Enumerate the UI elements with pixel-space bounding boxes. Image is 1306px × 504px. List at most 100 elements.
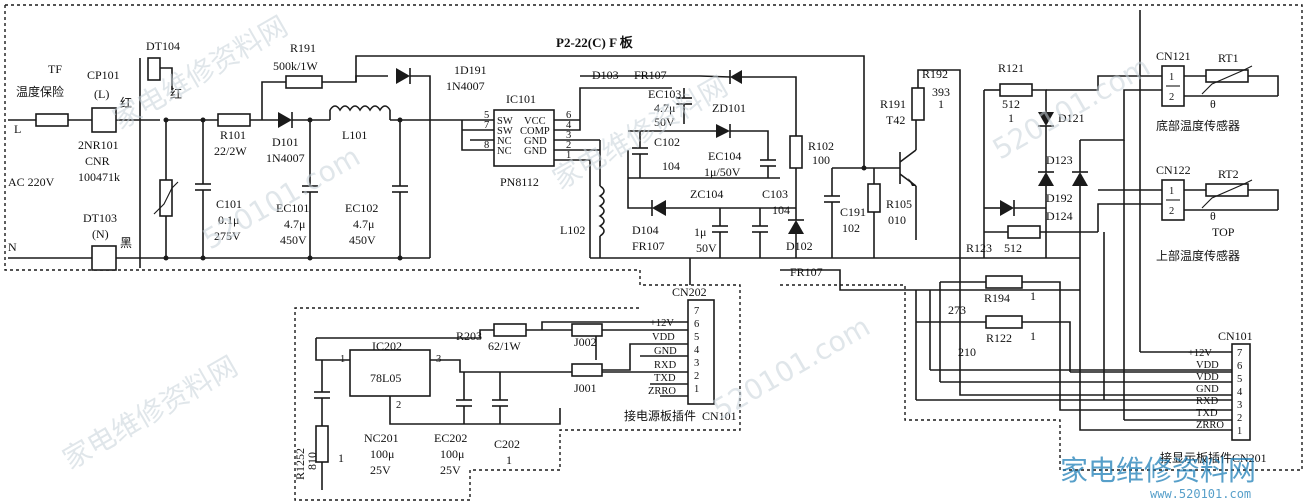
dt103-sub: (N) (92, 227, 109, 241)
cn202-pin-2: 2 (694, 371, 699, 382)
r194-label: R194 (984, 291, 1010, 305)
board-title: P2-22(C) F 板 (556, 35, 634, 50)
thermistor-rt2 (1205, 183, 1249, 197)
r101-label: R101 (220, 128, 246, 142)
diode-d103 (730, 70, 742, 84)
ic101-part: PN8112 (500, 175, 539, 189)
d104-label: D104 (632, 223, 659, 237)
diode-d104 (652, 200, 666, 216)
nc201-value: 100μ (370, 447, 394, 461)
c103-value: 104 (772, 203, 790, 217)
c191-value: 102 (842, 221, 860, 235)
cn101-sig-vdd2: VDD (1196, 372, 1219, 383)
cn101-sig-gnd: GND (1196, 384, 1219, 395)
j002-label: J002 (574, 335, 597, 349)
cn202-connector (687, 299, 715, 405)
ic101-pinnum-6: 6 (566, 110, 571, 121)
r192-label: R192 (922, 67, 948, 81)
d191-part: 1N4007 (446, 79, 485, 93)
d123-label: D123 (1046, 153, 1073, 167)
ic101-pin-sw2: SW (497, 126, 513, 137)
r105-value: 010 (888, 213, 906, 227)
cn202-sig-zrro: ZRRO (648, 386, 676, 397)
r123-value: 512 (1004, 241, 1022, 255)
dt104-terminal (147, 57, 161, 81)
ic101-pinnum-4: 4 (566, 120, 572, 131)
diode-d123 (1038, 172, 1054, 186)
ic101-pinnum-5: 5 (484, 110, 489, 121)
cn202-sig-txd: TXD (654, 373, 676, 384)
diode-d124 (1072, 172, 1088, 186)
r203-label: R203 (456, 329, 482, 343)
resistor-r192 (911, 87, 925, 121)
cn202-pin-5: 5 (694, 332, 699, 343)
d121-label: D121 (1058, 111, 1085, 125)
d124-label: D124 (1046, 209, 1073, 223)
nc201-voltage: 25V (370, 463, 391, 477)
ic101-pinnum-8: 8 (484, 140, 489, 151)
cn202-sig-12v: +12V (650, 318, 674, 329)
ic101-pin-comp: COMP (520, 126, 550, 137)
thermistor-rt1 (1205, 69, 1249, 83)
cn202-pin-1: 1 (694, 384, 699, 395)
r121-tol: 1 (1008, 111, 1014, 125)
cn101-connector (1231, 343, 1251, 441)
diode-1d191 (396, 68, 410, 84)
cn202-sig-rxd: RXD (654, 360, 677, 371)
cn101-pin-6: 6 (1237, 361, 1242, 372)
diode-d101 (278, 112, 292, 128)
c101-value: 0.1μ (218, 213, 239, 227)
tf-label: TF (48, 62, 62, 76)
c101-voltage: 275V (214, 229, 241, 243)
rt1-desc: 底部温度传感器 (1156, 118, 1240, 133)
r1252-value: 810 (305, 452, 319, 470)
cn202-pin-4: 4 (694, 345, 700, 356)
watermark-3: 家电维修资料网 (57, 349, 243, 476)
ec202-label: EC202 (434, 431, 467, 445)
cp101-label: CP101 (87, 68, 120, 82)
zc104-value: 1μ (694, 225, 706, 239)
dt104-wire-color: 红 (170, 86, 182, 101)
r122-tol: 1 (1030, 329, 1036, 343)
board-outline (4, 4, 1303, 501)
ic202-pin-3: 3 (436, 354, 441, 365)
d103-part: FR107 (634, 68, 667, 82)
r102-value: 100 (812, 153, 830, 167)
ic101-pin-gnd: GND (524, 136, 547, 147)
mains-input (8, 55, 865, 271)
ic101-section (430, 70, 1080, 285)
cn202-pin-7: 7 (694, 306, 699, 317)
dt103-label: DT103 (83, 211, 117, 225)
d103-label: D103 (592, 68, 619, 82)
cn202-label: CN202 (672, 285, 707, 299)
d101-label: D101 (272, 135, 299, 149)
cn202-sig-gnd: GND (654, 346, 677, 357)
cp101-connector (91, 107, 117, 133)
nr101-type: CNR (85, 154, 110, 168)
ec102-value: 4.7μ (353, 217, 374, 231)
rt2-label: RT2 (1218, 167, 1239, 181)
cn101-sig-vdd1: VDD (1196, 360, 1219, 371)
zc104-voltage: 50V (696, 241, 717, 255)
ic101-pin-nc2: NC (497, 146, 512, 157)
rt1-label: RT1 (1218, 51, 1239, 65)
d101-part: 1N4007 (266, 151, 305, 165)
zener-zd101 (716, 124, 730, 138)
resistor-r191 (285, 75, 323, 89)
logo-url: www.520101.com (1150, 487, 1251, 501)
inductor-l102 (598, 185, 605, 237)
watermark-1: 家电维修资料网 (107, 9, 293, 136)
d192-label: D192 (1046, 191, 1073, 205)
ec102-label: EC102 (345, 201, 378, 215)
rt2-desc: 上部温度传感器 (1156, 248, 1240, 263)
cn121-pin-1: 1 (1169, 72, 1174, 83)
ic101-chip (493, 109, 555, 167)
ec202-voltage: 25V (440, 463, 461, 477)
ec103-value: 4.7μ (654, 101, 675, 115)
ic101-label: IC101 (506, 92, 536, 106)
ec103-label: EC103 (648, 87, 681, 101)
inductor-l101 (329, 105, 391, 112)
c202-label: C202 (494, 437, 520, 451)
ic101-pin-nc: NC (497, 136, 512, 147)
d104-part: FR107 (632, 239, 665, 253)
